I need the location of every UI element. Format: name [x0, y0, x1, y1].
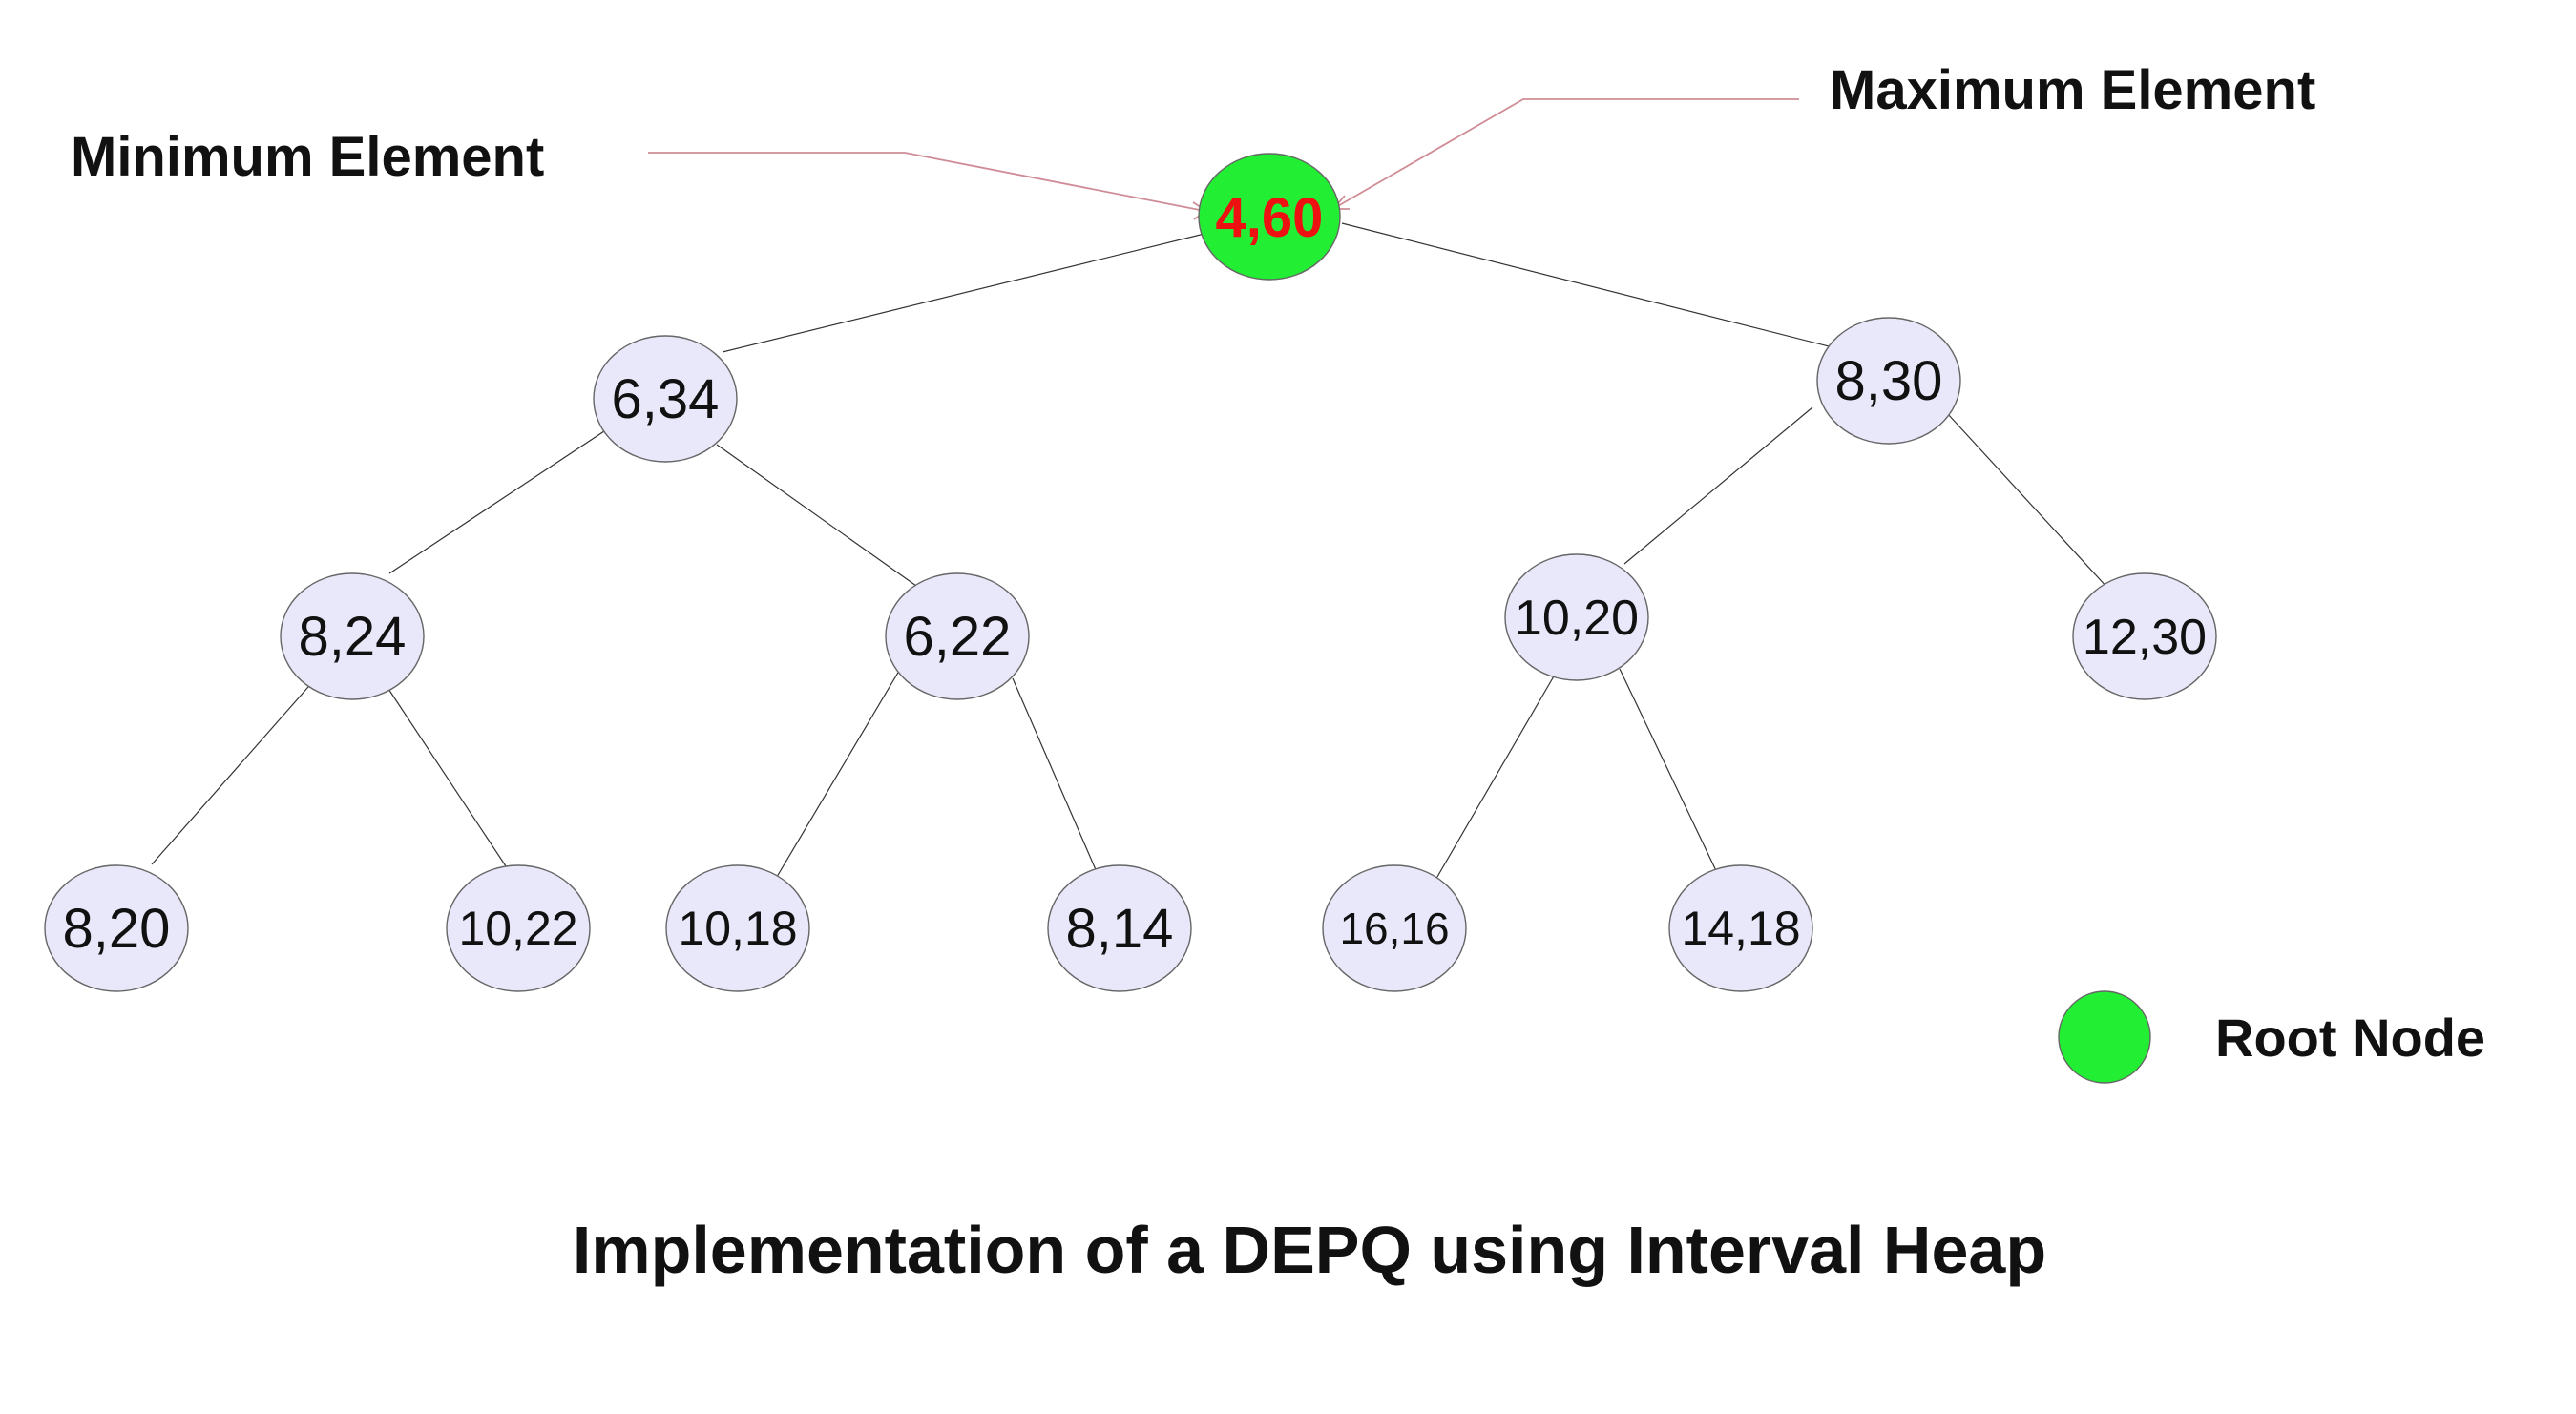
tree-node: 8,20	[44, 864, 189, 992]
node-circle	[593, 335, 738, 463]
tree-node: 12,30	[2072, 572, 2217, 700]
node-label: 6,22	[904, 606, 1012, 668]
edge-8-30-to-12-30	[1946, 412, 2109, 590]
edge-10-20-to-16-16	[1434, 662, 1562, 883]
tree-edges	[151, 222, 2109, 883]
edge-6-22-to-8-14	[1012, 677, 1101, 882]
tree-node: 6,22	[885, 572, 1030, 700]
edge-6-34-to-6-22	[716, 444, 917, 587]
tree-node: 10,20	[1504, 553, 1649, 681]
node-label: 16,16	[1339, 904, 1449, 953]
min-element-leader	[648, 152, 1205, 212]
node-circle	[665, 864, 810, 992]
maximum-element-label: Maximum Element	[1830, 59, 2315, 121]
node-circle	[1816, 317, 1961, 445]
edge-6-34-to-8-24	[388, 426, 611, 574]
edge-8-24-to-10-22	[387, 688, 516, 882]
node-label: 12,30	[2083, 610, 2207, 665]
legend-root-swatch	[2058, 990, 2151, 1084]
diagram-title: Implementation of a DEPQ using Interval …	[573, 1213, 2046, 1287]
root-node-circle	[1198, 153, 1341, 281]
node-circle	[1047, 864, 1192, 992]
tree-node: 10,18	[665, 864, 810, 992]
node-circle	[280, 572, 425, 700]
tree-node: 14,18	[1668, 864, 1813, 992]
node-circle	[1322, 864, 1467, 992]
legend: Root Node	[2058, 990, 2485, 1084]
tree-node: 16,16	[1322, 864, 1467, 992]
tree-node: 6,34	[593, 335, 738, 463]
node-label: 8,20	[63, 898, 171, 960]
node-circle	[2072, 572, 2217, 700]
node-circle	[446, 864, 591, 992]
edge-root-to-8-30	[1341, 222, 1841, 350]
root-node: 4,60	[1198, 153, 1341, 281]
node-circle	[44, 864, 189, 992]
node-circle	[1668, 864, 1813, 992]
node-label: 8,14	[1066, 898, 1174, 960]
legend-root-label: Root Node	[2215, 1008, 2485, 1068]
edge-8-24-to-8-20	[151, 678, 316, 865]
max-element-leader	[1335, 98, 1799, 208]
node-label: 10,22	[458, 902, 577, 955]
tree-node: 10,22	[446, 864, 591, 992]
tree-node: 8,14	[1047, 864, 1192, 992]
edge-10-20-to-14-18	[1619, 668, 1722, 882]
tree-node: 8,24	[280, 572, 425, 700]
edge-root-to-6-34	[722, 231, 1213, 353]
root-node-label: 4,60	[1216, 187, 1324, 249]
node-label: 8,24	[299, 606, 407, 668]
node-circle	[885, 572, 1030, 700]
node-label: 10,18	[678, 902, 797, 955]
tree-node: 8,30	[1816, 317, 1961, 445]
node-circle	[1504, 553, 1649, 681]
edge-6-22-to-10-18	[773, 634, 921, 883]
minimum-element-label: Minimum Element	[71, 126, 544, 188]
node-label: 10,20	[1515, 591, 1639, 646]
node-label: 6,34	[612, 368, 720, 430]
node-label: 14,18	[1681, 902, 1800, 955]
node-label: 8,30	[1835, 350, 1943, 412]
edge-8-30-to-10-20	[1623, 406, 1813, 565]
